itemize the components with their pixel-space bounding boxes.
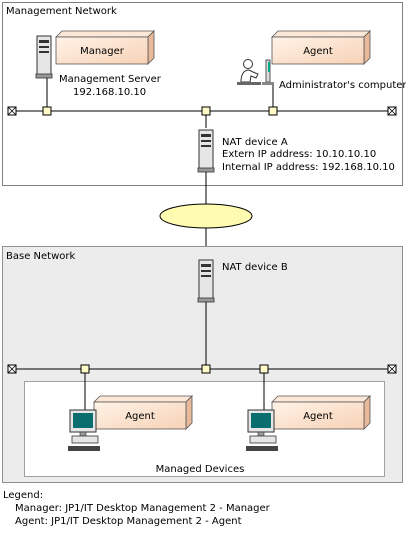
lan-node [201,106,211,116]
agent-label-2: Agent [303,411,333,422]
lan-node [201,364,211,374]
nat-a-internal: Internal IP address: 192.168.10.10 [222,162,395,173]
lan-node [259,364,269,374]
admin-agent-box: Agent [271,30,371,65]
legend-item-manager: Manager: JP1/IT Desktop Management 2 - M… [15,503,270,514]
management-server-icon [35,35,53,79]
manager-box: Manager [55,30,155,65]
nat-device-b-icon [197,259,215,303]
management-network-title: Management Network [6,6,117,17]
administrator-person-icon [237,59,274,85]
agent-box-1: Agent [93,395,193,430]
server-ip: 192.168.10.10 [73,87,146,98]
legend: Legend: Manager: JP1/IT Desktop Manageme… [3,489,270,528]
lan-terminator-left [7,106,17,116]
lan-terminator-right [387,106,397,116]
agent-label-1: Agent [125,411,155,422]
managed-devices-caption: Managed Devices [156,464,245,475]
base-lan-terminator-left [7,364,17,374]
legend-item-agent: Agent: JP1/IT Desktop Management 2 - Age… [15,516,242,527]
manager-label: Manager [80,46,125,57]
lan-node [268,106,278,116]
admin-agent-label: Agent [303,46,333,57]
desktop-computer-icon [68,409,100,451]
lan-node [42,106,52,116]
base-network-title: Base Network [6,251,75,262]
server-caption: Management Server [59,74,162,85]
nat-a-name: NAT device A [222,137,288,148]
nat-a-extern: Extern IP address: 10.10.10.10 [222,149,376,160]
base-lan-terminator-right [387,364,397,374]
legend-title: Legend: [3,490,44,501]
desktop-computer-icon [246,409,278,451]
admin-caption: Administrator's computer [279,80,406,91]
nat-device-a-icon [197,129,215,173]
wan-cloud [159,203,253,229]
lan-node [80,364,90,374]
nat-b-name: NAT device B [222,262,288,273]
agent-box-2: Agent [271,395,371,430]
